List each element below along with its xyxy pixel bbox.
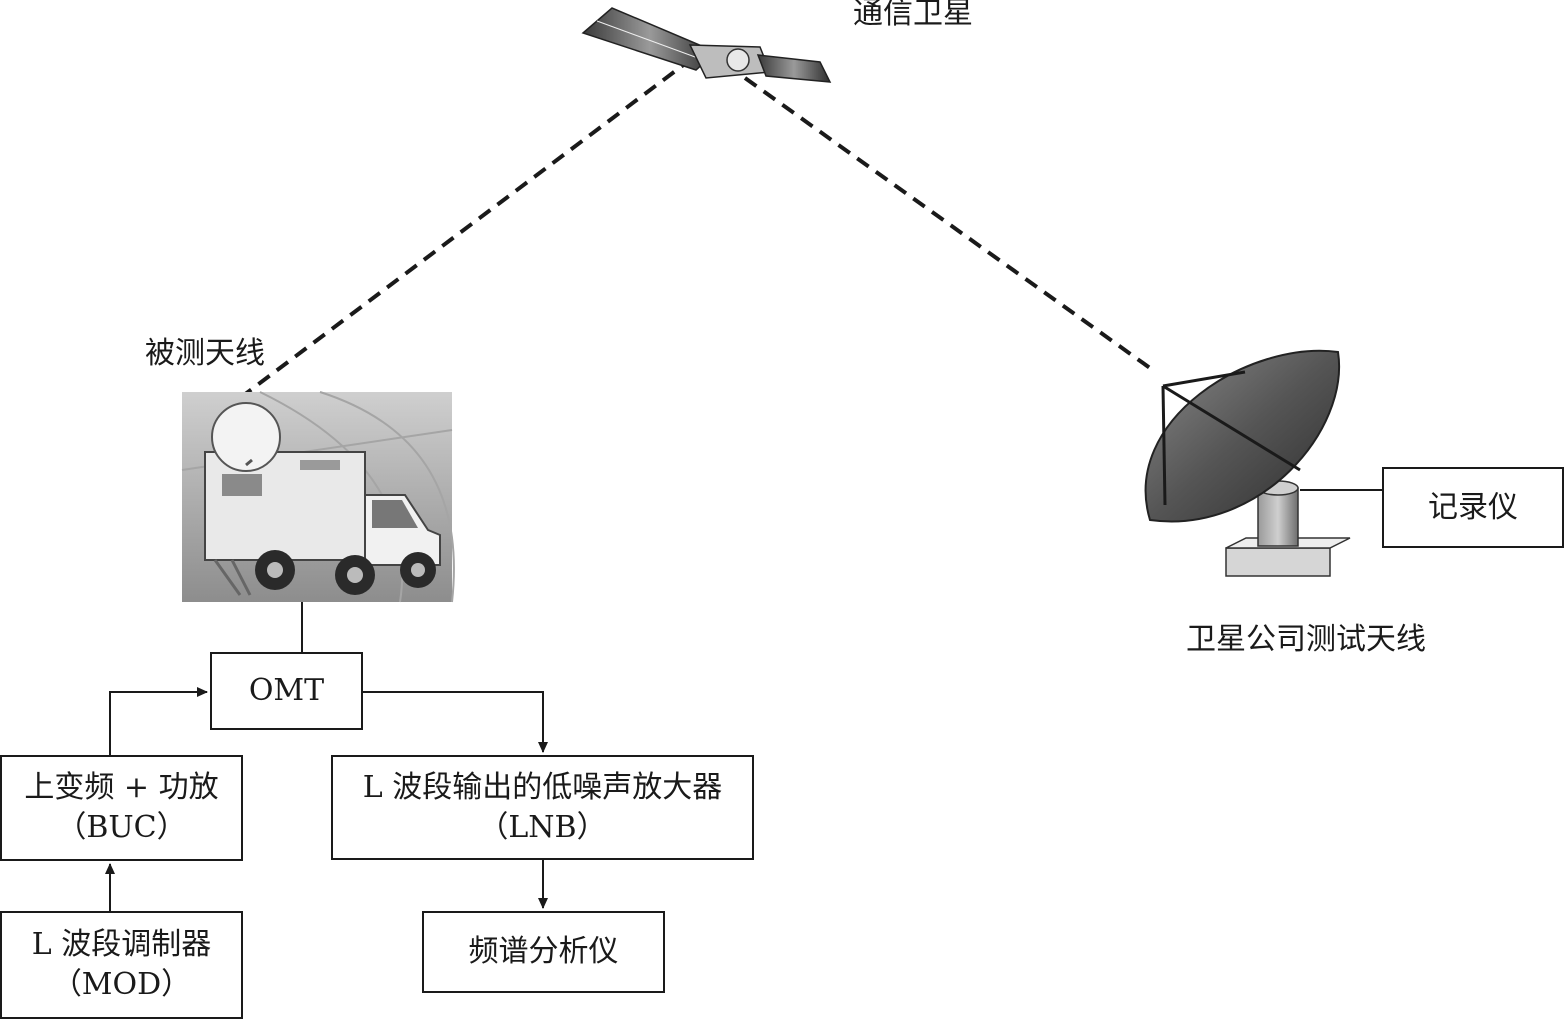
downlink-dashed-line: [743, 76, 1152, 370]
satellite-label: 通信卫星: [853, 0, 973, 31]
satellite-icon: [581, 7, 832, 83]
spectrum-analyzer-box: 频谱分析仪: [422, 911, 665, 993]
omt-to-lnb-arrow: [362, 691, 548, 753]
buc-abbr-label: （BUC）: [56, 810, 187, 845]
satellite-truck-icon: [181, 391, 455, 603]
omt-label: OMT: [248, 673, 325, 708]
mod-abbr-label: （MOD）: [51, 967, 192, 1002]
uplink-dashed-line: [238, 58, 692, 400]
buc-box: 上变频 + 功放 （BUC）: [0, 755, 243, 861]
omt-box: OMT: [210, 652, 363, 730]
parabolic-dish-icon: [1144, 349, 1351, 577]
lnb-abbr-label: （LNB）: [478, 809, 607, 845]
test-antenna-label: 被测天线: [145, 336, 265, 371]
spectrum-analyzer-label: 频谱分析仪: [468, 934, 619, 969]
mod-box: L 波段调制器 （MOD）: [0, 911, 243, 1019]
buc-to-omt-arrow: [109, 687, 208, 755]
company-antenna-label: 卫星公司测试天线: [1186, 622, 1426, 657]
lnb-label: L 波段输出的低噪声放大器: [362, 769, 723, 805]
recorder-box: 记录仪: [1382, 467, 1564, 548]
lnb-box: L 波段输出的低噪声放大器 （LNB）: [331, 755, 754, 860]
mod-label: L 波段调制器: [31, 927, 212, 962]
buc-label: 上变频 + 功放: [24, 770, 219, 805]
recorder-label: 记录仪: [1428, 489, 1518, 525]
